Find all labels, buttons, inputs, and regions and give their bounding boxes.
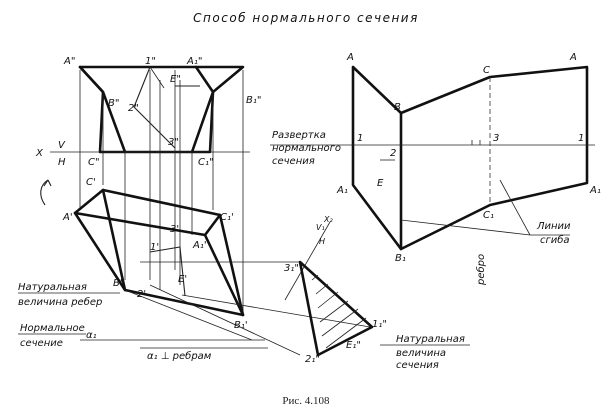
label-normal-1: Нормальное [20,323,85,334]
label-2-prof: 2₁" [305,354,320,365]
figure-title: Способ нормального сечения [193,11,419,25]
label-dev-3: сечения [272,156,315,167]
label-E-prof: E₁" [346,340,361,351]
left-annotations: Натуральная величина ребер α₁ Нормальное… [18,282,470,371]
label-B: B [394,102,401,113]
dim-line [124,289,253,341]
axis-aux [284,221,331,301]
label-true-sec-1: Натуральная [396,334,465,345]
label-1-2: 1" [145,56,156,67]
label-A1-1: A₁' [192,240,207,251]
development [270,65,595,251]
label-B1-1: B₁' [234,320,248,331]
prism-front-outline [78,65,245,154]
prism-front-edge-a1 [190,65,215,154]
section-line-front [149,66,165,89]
label-C2: C" [88,157,100,168]
link-2 [149,284,301,356]
axis-label-v: V [58,140,66,151]
label-fold-2: сгиба [540,234,570,246]
label-1-1: 1' [150,242,159,253]
projection-lines [79,70,244,315]
true-section-outline [298,260,374,357]
label-true-edge-2: величина ребер [18,296,102,308]
left-point-labels: A" 1" E" A₁" B" B₁" 2" 3" C" C₁" C' C₁' … [62,56,387,365]
development-outline [351,65,589,251]
true-section-triangle [298,260,374,357]
label-B1-2: B₁" [246,95,261,106]
label-2: 2 [390,148,396,159]
prism-top-edge-b [101,188,127,292]
label-3-2: 3" [168,137,179,148]
label-A1: A' [62,212,73,223]
rotation-arrow [40,179,49,206]
top-view [73,188,371,356]
label-E1: E' [178,274,187,285]
label-C1-2: C₁" [198,157,214,168]
label-3-1: 3' [170,224,179,235]
right-annotations: Развертка нормального сечения Линии сгиб… [272,130,571,286]
label-dev-2: нормального [272,143,341,154]
right-point-labels: A A C B 1 1 2 3 E A₁ A₁ C₁ B₁ [336,52,601,264]
label-B1: B₁ [395,253,406,264]
label-fold-1: Линии [536,221,571,232]
label-1-right: 1 [578,133,584,144]
label-A1-right: A₁ [589,185,601,196]
axis-aux-v1: V₁ [316,223,325,232]
label-1-left: 1 [357,133,363,144]
front-view [78,65,245,154]
label-3-prof: 3₁" [284,263,299,274]
label-B2: B" [108,98,119,109]
label-B1: B' [113,278,123,289]
label-E: E [377,178,384,189]
prism-top-outline [73,188,245,317]
label-alpha-perp: α₁ ⊥ ребрам [147,350,212,362]
label-2-1: 2' [137,289,146,300]
label-dev-1: Развертка [272,130,326,141]
axis-label-x: X [35,148,44,159]
link-1 [181,294,371,328]
axis-label-h: H [58,157,66,168]
label-C: C [483,65,490,76]
figure-caption: Рис. 4.108 [282,395,330,407]
label-1-prof: 1₁" [372,319,387,330]
section-trace-top [149,246,186,297]
label-true-sec-2: величина [396,348,446,359]
label-A-right: A [569,52,577,63]
label-true-sec-3: сечения [396,360,439,371]
label-edge: ребро [475,254,487,286]
section-trace-front [133,66,176,149]
label-A-left: A [346,52,354,63]
label-A2: A" [63,56,75,67]
label-C1: C' [86,177,96,188]
label-3: 3 [493,133,499,144]
label-2-2: 2" [128,103,139,114]
label-alpha: α₁ [86,330,97,341]
label-A1-2: A₁" [186,56,202,67]
fold-leader-2 [499,179,531,236]
label-A1-left: A₁ [336,185,348,196]
label-E2: E" [170,74,181,85]
prism-front-edge-a [78,65,127,154]
fold-leader-1 [400,219,531,236]
axis-aux-x2: X₂ [323,215,333,224]
axis-aux-h: H [319,237,325,246]
label-C1-1: C₁' [220,212,234,223]
label-normal-2: сечение [20,338,63,349]
prism-top-edge-c [203,213,222,237]
label-true-edge-1: Натуральная [18,282,87,293]
label-C1: C₁ [483,210,494,221]
